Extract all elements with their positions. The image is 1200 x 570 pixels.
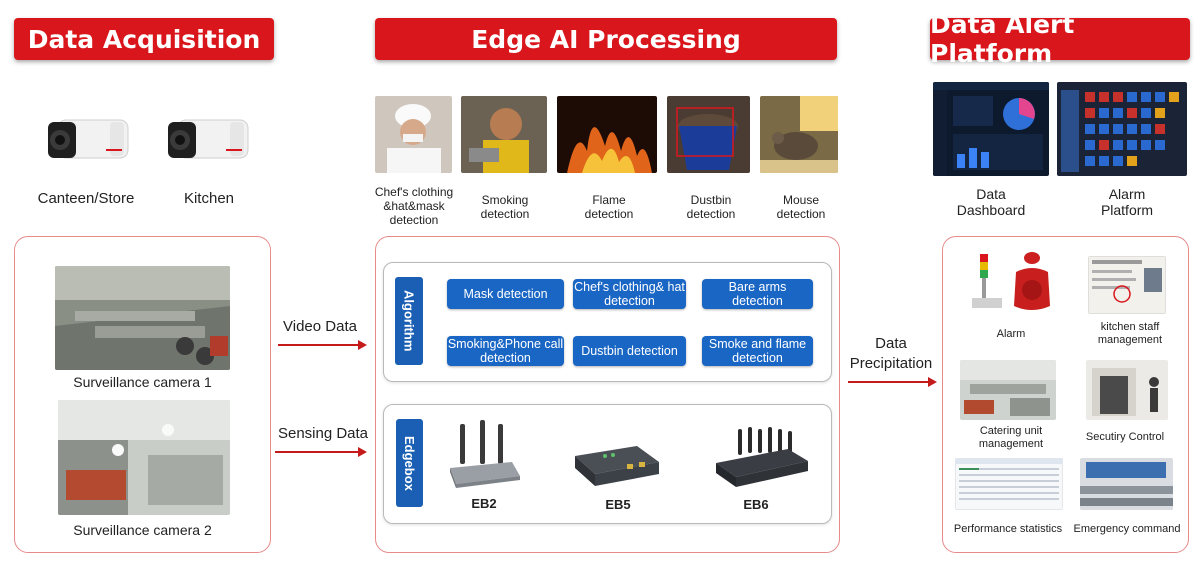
device-label-eb6: EB6 xyxy=(743,497,769,512)
alert-item-security: Secutiry Control xyxy=(1085,431,1165,443)
surveillance-label-1: Surveillance camera 1 xyxy=(73,374,212,390)
detection-label-smoking: Smoking detection xyxy=(480,193,530,221)
detection-label-flame: Flame detection xyxy=(584,193,634,221)
arrow-head xyxy=(928,377,937,387)
data-dashboard-screenshot xyxy=(933,82,1049,176)
alert-item-staff: kitchen staff management xyxy=(1097,321,1163,346)
surveillance-image-1 xyxy=(55,266,230,370)
alert-item-catering: Catering unit management xyxy=(978,425,1044,450)
header-data-acquisition: Data Acquisition xyxy=(14,18,274,60)
router-eb2-icon xyxy=(450,420,520,488)
screen-label-alarm-platform: Alarm Platform xyxy=(1100,186,1154,218)
security-control-image xyxy=(1086,360,1168,420)
flow-label-precipitation: Data Precipitation xyxy=(849,335,933,372)
alarm-icon xyxy=(972,252,1050,310)
device-label-eb5: EB5 xyxy=(605,497,631,512)
detection-label-dustbin: Dustbin detection xyxy=(686,193,736,221)
alert-item-performance: Performance statistics xyxy=(953,523,1063,535)
detection-image-chef xyxy=(375,96,452,173)
camera-icon xyxy=(168,119,249,159)
edgebox-tab: Edgebox xyxy=(396,419,423,507)
camera-label-kitchen: Kitchen xyxy=(183,190,235,207)
arrow-head xyxy=(358,447,367,457)
staff-card-image xyxy=(1088,256,1166,314)
algo-button-bare-arms[interactable]: Bare arms detection xyxy=(702,279,813,309)
arrow-video xyxy=(278,344,358,346)
alarm-platform-screenshot xyxy=(1057,82,1187,176)
alert-item-alarm: Alarm xyxy=(996,328,1026,340)
algo-button-mask[interactable]: Mask detection xyxy=(447,279,564,309)
camera-icon xyxy=(48,119,129,159)
detection-label-mouse: Mouse detection xyxy=(776,193,826,221)
router-eb6-icon xyxy=(716,427,808,487)
header-edge-ai-processing: Edge AI Processing xyxy=(375,18,837,60)
detection-label-chef: Chef's clothing &hat&mask detection xyxy=(374,185,454,227)
detection-image-smoking xyxy=(461,96,547,173)
header-data-alert-platform: Data Alert Platform xyxy=(930,10,1190,68)
detection-image-flame xyxy=(557,96,657,173)
camera-label-canteen: Canteen/Store xyxy=(37,190,135,207)
detection-image-mouse xyxy=(760,96,838,173)
algo-button-smoking[interactable]: Smoking&Phone call detection xyxy=(447,336,564,366)
detection-image-dustbin xyxy=(667,96,750,173)
screen-label-dashboard: Data Dashboard xyxy=(956,186,1026,218)
algo-button-chef[interactable]: Chef's clothing& hat detection xyxy=(573,279,686,309)
router-eb5-icon xyxy=(575,446,659,486)
arrow-sensing xyxy=(275,451,358,453)
surveillance-image-2 xyxy=(58,400,230,515)
arrow-precipitation xyxy=(848,381,928,383)
catering-unit-image xyxy=(960,360,1056,420)
arrow-head xyxy=(358,340,367,350)
emergency-command-image xyxy=(1080,458,1173,510)
device-label-eb2: EB2 xyxy=(471,496,497,511)
performance-statistics-image xyxy=(955,458,1063,510)
surveillance-label-2: Surveillance camera 2 xyxy=(73,522,212,538)
algo-button-smoke-flame[interactable]: Smoke and flame detection xyxy=(702,336,813,366)
algorithm-tab: Algorithm xyxy=(395,277,423,365)
flow-label-video: Video Data xyxy=(283,318,357,335)
flow-label-sensing: Sensing Data xyxy=(277,425,369,442)
algo-button-dustbin[interactable]: Dustbin detection xyxy=(573,336,686,366)
alert-item-emergency: Emergency command xyxy=(1073,523,1181,535)
